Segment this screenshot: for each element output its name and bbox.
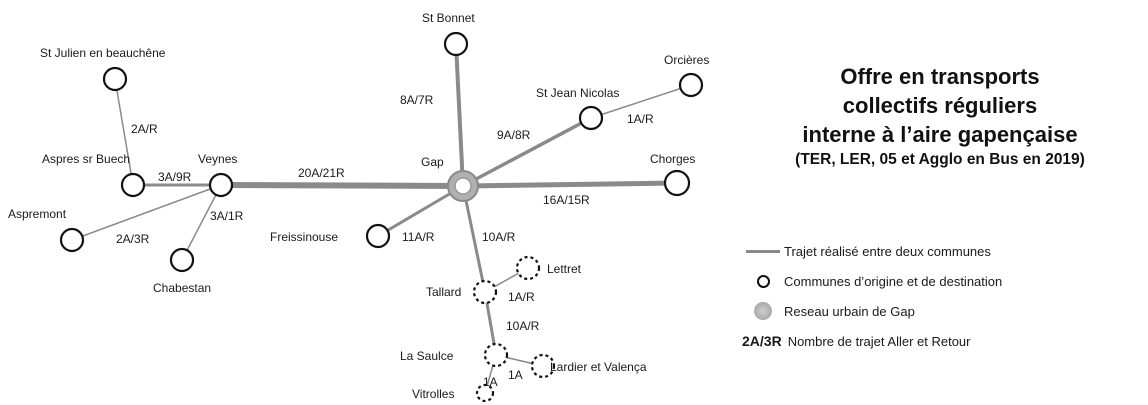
trip-veynes-aspres: 3A/9R [158,170,192,184]
trip-la-saulce-vitrolles: 1A [483,375,498,389]
node-st-jean-nicolas [578,105,604,131]
route-st-jean-orcieres [590,84,692,119]
trip-veynes-chabestan: 3A/1R [210,209,244,223]
legend-trips-text: Nombre de trajet Aller et Retour [787,333,971,349]
legend-commune: Communes d’origine et de destination [742,266,1132,296]
trip-veynes-aspremont: 2A/3R [116,232,150,246]
route-gap-veynes [218,182,466,189]
legend-network-icon [742,301,784,321]
legend: Trajet réalisé entre deux communes Commu… [742,236,1132,356]
trip-st-jean-orcieres: 1A/R [627,112,654,126]
node-aspremont [59,227,85,253]
route-veynes-aspremont [71,184,222,241]
label-st-bonnet: St Bonnet [422,11,475,25]
node-chorges [663,169,691,197]
label-vitrolles: Vitrolles [412,387,454,401]
label-freissinouse: Freissinouse [270,230,338,244]
legend-circle-icon [742,271,784,291]
node-aspres [120,172,146,198]
map-title: Offre en transports collectifs réguliers… [740,62,1140,171]
route-gap-st-jean-nicolas [461,116,593,188]
trip-gap-st-jean: 9A/8R [497,128,531,142]
commune-labels: Gap St Bonnet Orcières St Jean Nicolas C… [8,11,709,401]
legend-trips-key: 2A/3R [742,333,782,349]
node-veynes [208,172,234,198]
node-chabestan [169,247,195,273]
node-la-saulce [483,342,509,368]
label-lettret: Lettret [547,262,582,276]
trip-gap-veynes: 20A/21R [298,166,345,180]
label-orcieres: Orcières [664,53,709,67]
map-subtitle: (TER, LER, 05 et Agglo en Bus en 2019) [795,151,1085,168]
trip-la-saulce-lardier: 1A [508,368,523,382]
label-la-saulce: La Saulce [400,349,454,363]
gap-urban-network [447,170,479,202]
label-lardier: Lardier et Valença [550,360,647,374]
node-lettret [515,255,541,281]
commune-nodes [59,31,704,403]
legend-route-text: Trajet réalisé entre deux communes [784,243,991,259]
trip-gap-chorges: 16A/15R [543,193,590,207]
label-st-jean-nicolas: St Jean Nicolas [536,86,619,100]
label-aspres: Aspres sr Buech [42,152,130,166]
label-aspremont: Aspremont [8,207,67,221]
label-veynes: Veynes [198,152,237,166]
route-gap-freissinouse [376,184,465,238]
node-lardier [530,353,556,379]
node-st-julien [102,66,128,92]
label-chorges: Chorges [650,152,695,166]
title-line-3: interne à l’aire gapençaise [802,122,1078,147]
node-freissinouse [365,223,391,249]
legend-route-line-icon [742,241,784,261]
trip-tallard-lettret: 1A/R [508,290,535,304]
transport-network-map: Gap St Bonnet Orcières St Jean Nicolas C… [8,11,709,403]
label-chabestan: Chabestan [153,281,211,295]
route-gap-st-bonnet [454,42,465,188]
label-gap: Gap [421,155,444,169]
node-orcieres [678,72,704,98]
route-gap-tallard [461,184,487,294]
label-st-julien: St Julien en beauchêne [40,46,166,60]
legend-network-text: Reseau urbain de Gap [784,303,915,319]
route-gap-chorges [460,180,680,189]
route-veynes-chabestan [181,184,222,261]
trip-gap-freissinouse: 11A/R [402,230,435,244]
legend-trips: 2A/3R Nombre de trajet Aller et Retour [742,326,1132,356]
node-st-bonnet [443,31,469,57]
legend-route: Trajet réalisé entre deux communes [742,236,1132,266]
trip-tallard-la-saulce: 10A/R [506,319,540,333]
node-tallard [472,279,498,305]
node-vitrolles [475,383,495,403]
route-aspres-st-julien [114,78,134,186]
trip-gap-st-bonnet: 8A/7R [400,93,434,107]
trip-aspres-st-julien: 2A/R [131,122,158,136]
legend-network: Reseau urbain de Gap [742,296,1132,326]
trip-labels: 8A/7R 9A/8R 1A/R 16A/15R 20A/21R 3A/9R 2… [116,93,654,389]
title-line-1: Offre en transports [840,64,1040,89]
title-line-2: collectifs réguliers [842,93,1038,118]
trip-gap-tallard: 10A/R [482,230,516,244]
label-tallard: Tallard [426,285,461,299]
legend-commune-text: Communes d’origine et de destination [784,273,1003,289]
